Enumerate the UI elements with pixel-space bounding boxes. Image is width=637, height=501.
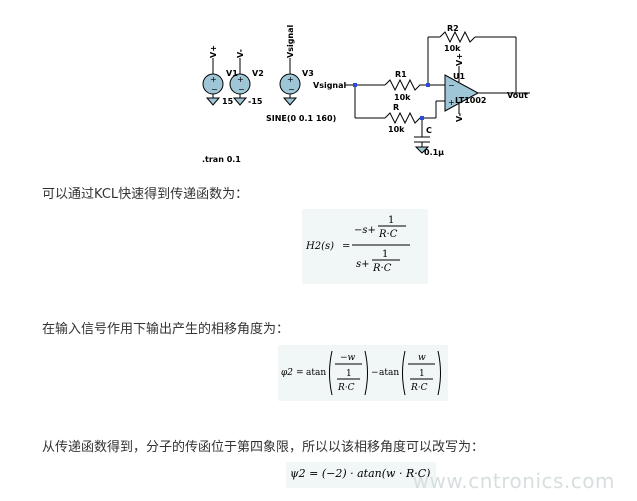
u1-part: LT1002 — [455, 96, 487, 105]
svg-text:−: − — [288, 85, 295, 94]
svg-text:+: + — [210, 75, 217, 84]
u1-name: U1 — [453, 72, 465, 81]
svg-text:−: − — [238, 85, 245, 94]
f2-one-1: 1 — [346, 369, 352, 379]
phi2-lhs: φ2 — [281, 368, 293, 378]
r-value: 10k — [388, 125, 405, 134]
f1-num-lead: −s+ — [354, 225, 376, 236]
r2-name: R2 — [447, 24, 459, 33]
svg-text:+: + — [287, 75, 294, 84]
formula3-text: ψ2 = (−2) · atan(w · R·C) — [290, 467, 431, 480]
v1-name: V1 — [226, 69, 238, 78]
r-name: R — [393, 103, 399, 112]
vout-label: Vout — [507, 91, 528, 100]
h2-lhs: H2(s) — [305, 241, 334, 252]
formula-phase-shift: φ2 = atan −w 1 R·C − atan w 1 R·C — [278, 345, 448, 401]
v3-node-label: Vsignal — [286, 24, 295, 58]
r1-name: R1 — [395, 70, 407, 79]
f2-atan-2: atan — [379, 368, 399, 378]
v3-name: V3 — [302, 69, 314, 78]
watermark: www.cntronics.com — [412, 469, 615, 493]
circuit-schematic: +− +− +− −+ V+ V- Vsignal V1 V2 V3 15 -1… — [202, 24, 530, 164]
f1-num-one: 1 — [388, 215, 394, 226]
r2-value: 10k — [444, 44, 461, 53]
formula-transfer-function: H2(s) = −s+ 1 R·C s+ 1 R·C — [302, 209, 428, 284]
paragraph-phase: 在输入信号作用下输出产生的相移角度为： — [42, 322, 290, 337]
tran-directive: .tran 0.1 — [202, 155, 241, 164]
v1-value: 15 — [222, 97, 234, 106]
f2-w: w — [418, 353, 426, 363]
f1-den-rc: R·C — [372, 263, 392, 274]
v2-name: V2 — [252, 69, 264, 78]
svg-text:−: − — [211, 85, 218, 94]
f2-rc-2: R·C — [410, 383, 428, 393]
c-value: 0.1µ — [424, 148, 444, 157]
vsignal-label: Vsignal — [313, 81, 347, 90]
f2-minus-w: −w — [340, 353, 356, 363]
svg-text:+: + — [448, 98, 455, 107]
v3-source: SINE(0 0.1 160) — [266, 114, 336, 123]
v2-node-label: V- — [236, 49, 245, 58]
f1-den-one: 1 — [382, 249, 388, 260]
f2-rc-1: R·C — [337, 383, 355, 393]
u1-vplus: V+ — [455, 53, 464, 66]
c-name: C — [426, 126, 432, 135]
f2-atan-1: atan — [306, 368, 326, 378]
v2-value: -15 — [248, 97, 263, 106]
svg-text:=: = — [296, 368, 304, 378]
v1-node-label: V+ — [209, 45, 218, 58]
svg-text:−: − — [448, 81, 455, 90]
paragraph-kcl: 可以通过KCL快速得到传递函数为： — [42, 187, 249, 202]
u1-vminus: V- — [455, 113, 464, 122]
svg-text:+: + — [237, 75, 244, 84]
r1-value: 10k — [394, 93, 411, 102]
svg-text:−: − — [371, 368, 379, 378]
f2-one-2: 1 — [419, 369, 425, 379]
formula-rewritten-phase: ψ2 = (−2) · atan(w · R·C) — [286, 462, 436, 488]
svg-text:=: = — [342, 241, 350, 252]
f1-den-lead: s+ — [356, 259, 370, 270]
paragraph-rewrite: 从传递函数得到，分子的传函位于第四象限，所以以该相移角度可以改写为： — [42, 440, 485, 455]
f1-num-rc: R·C — [378, 229, 398, 240]
